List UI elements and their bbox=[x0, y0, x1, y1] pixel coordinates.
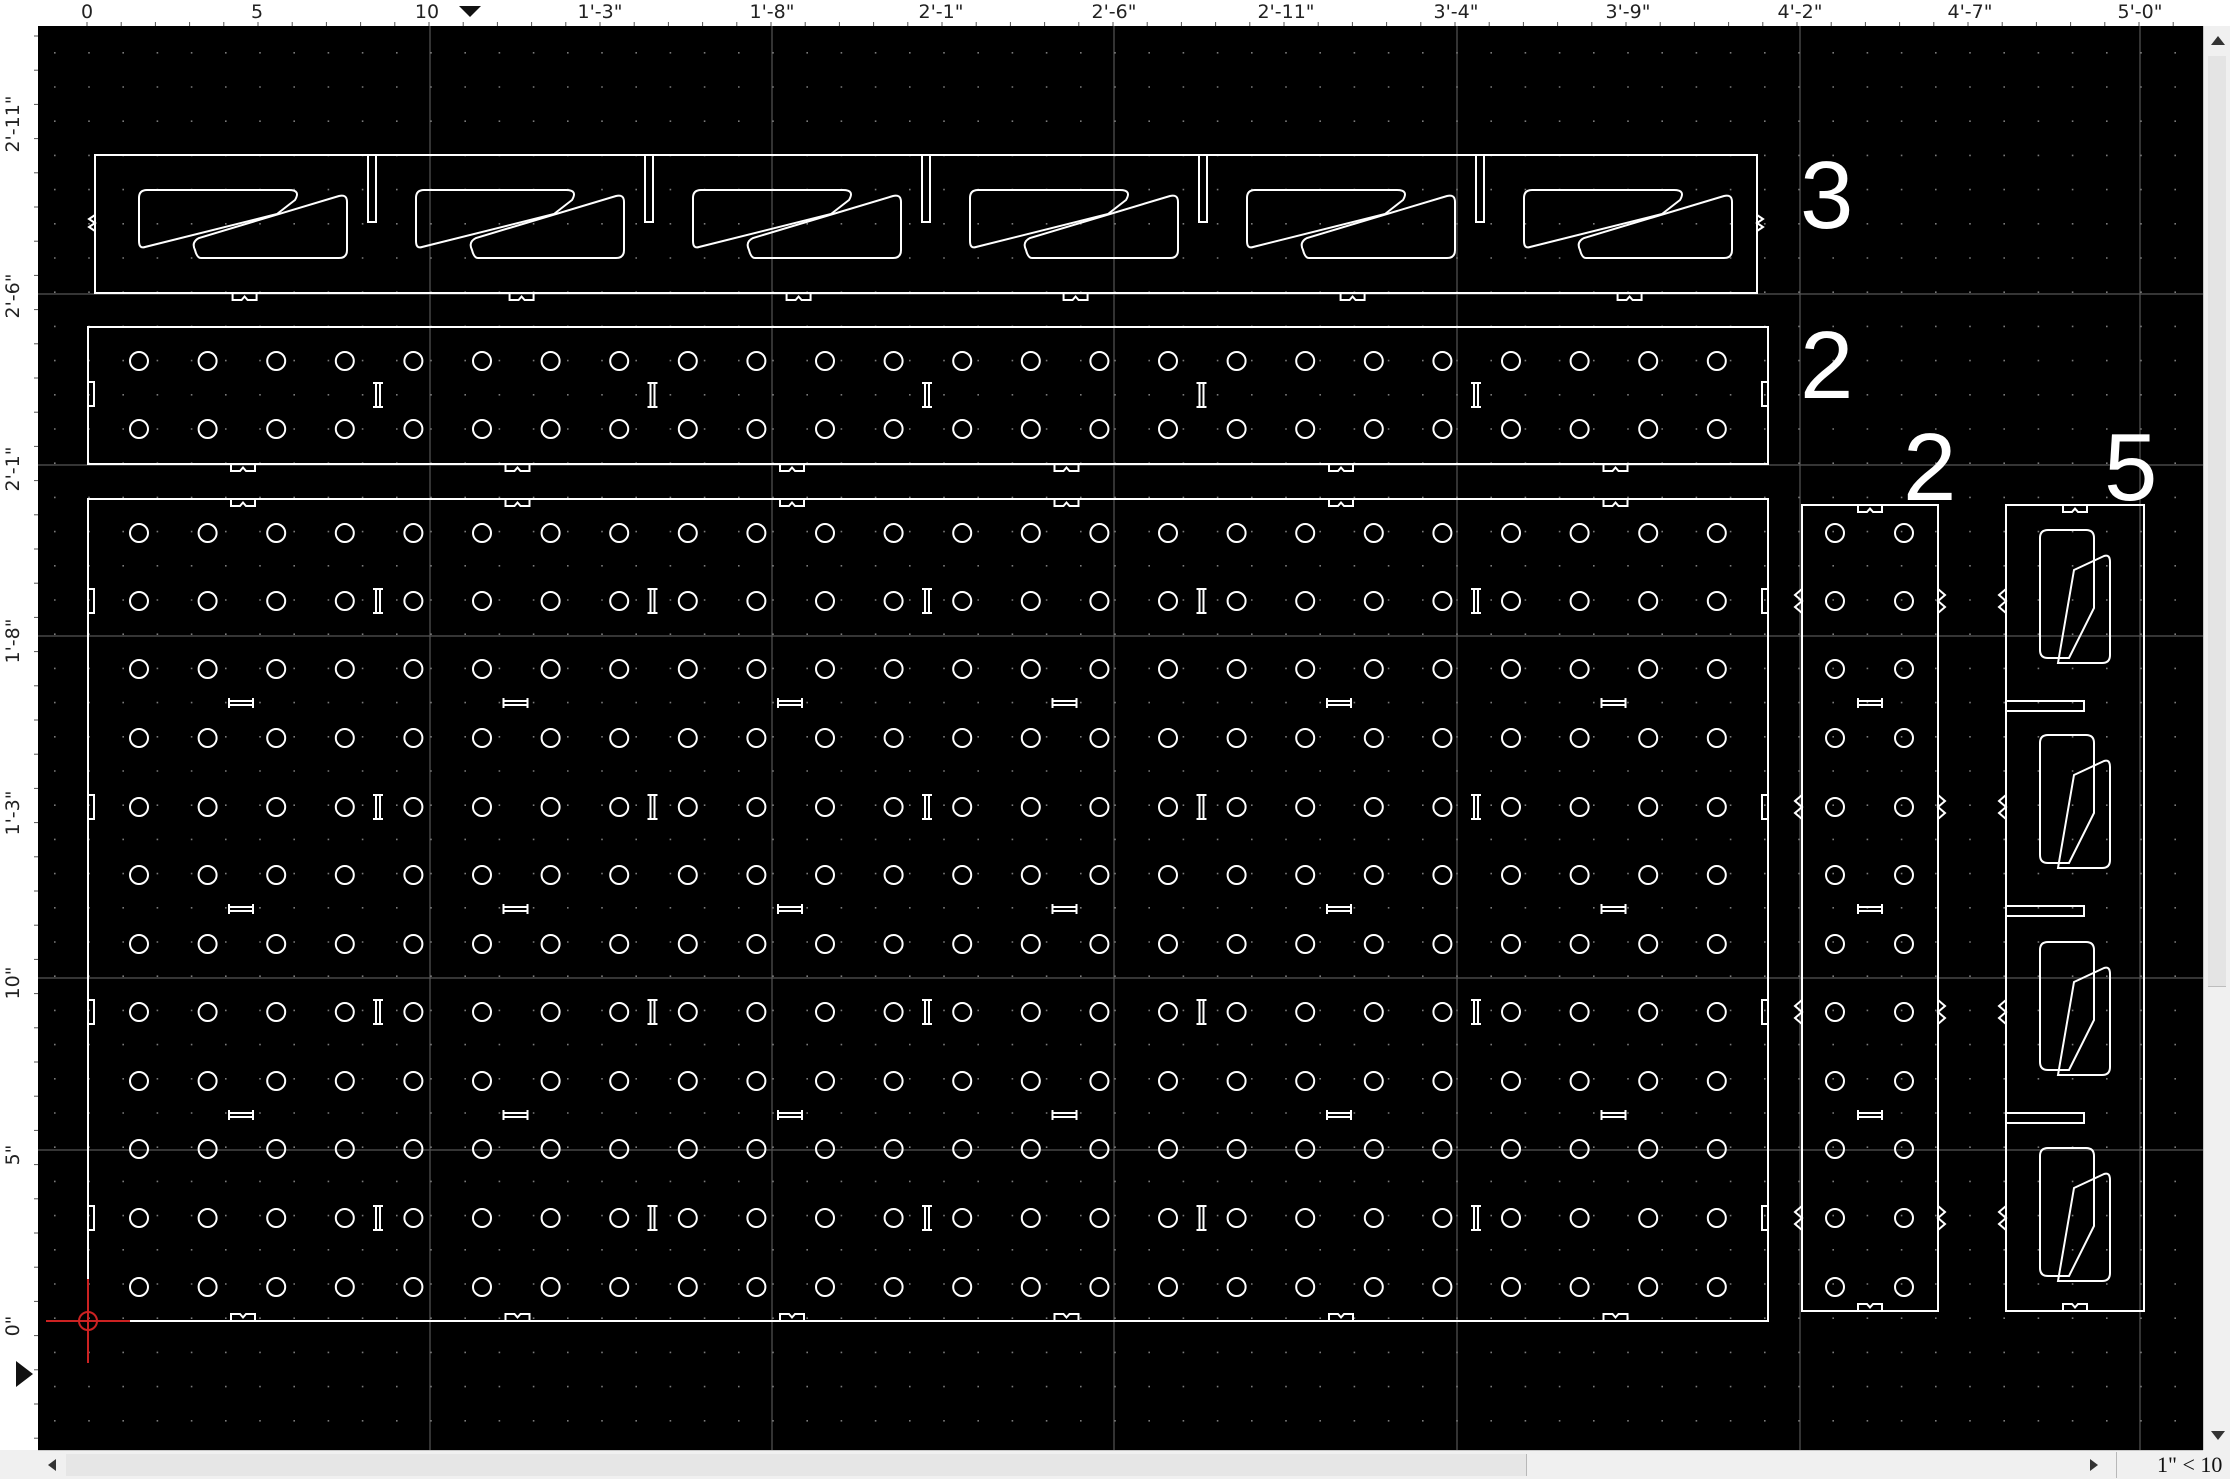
arrow-right-icon[interactable] bbox=[2090, 1459, 2098, 1471]
play-triangle-icon[interactable] bbox=[16, 1361, 33, 1387]
origin-crosshair-icon bbox=[46, 1279, 130, 1363]
vertical-ruler[interactable]: 2'-11" 2'-6" 2'-1" 1'-8" 1'-3" 10" 5" 0" bbox=[0, 26, 39, 1450]
arrow-left-icon[interactable] bbox=[48, 1459, 56, 1471]
ruler-label: 2'-11" bbox=[2, 95, 24, 152]
quantity-marker-strip-mid: 2 bbox=[1800, 312, 1853, 419]
ruler-label: 3'-4" bbox=[1434, 1, 1479, 23]
ruler-label: 5 bbox=[251, 1, 263, 23]
ruler-label: 1'-8" bbox=[750, 1, 795, 23]
ruler-label: 5'-0" bbox=[2118, 1, 2163, 23]
ruler-label: 1'-3" bbox=[578, 1, 623, 23]
scroll-corner bbox=[0, 1450, 38, 1478]
ruler-label: 2'-6" bbox=[2, 274, 24, 319]
ruler-label: 4'-7" bbox=[1948, 1, 1993, 23]
quantity-marker-strip-top: 3 bbox=[1800, 142, 1853, 249]
ruler-label: 1'-3" bbox=[2, 791, 24, 836]
arrow-down-icon[interactable] bbox=[2211, 1431, 2225, 1440]
ruler-label: 10" bbox=[2, 967, 24, 1000]
ruler-label: 2'-1" bbox=[2, 447, 24, 492]
ruler-marker-icon[interactable] bbox=[459, 6, 481, 17]
ruler-label: 2'-11" bbox=[1257, 1, 1314, 23]
arrow-up-icon[interactable] bbox=[2211, 36, 2225, 45]
ruler-label: 10 bbox=[415, 1, 439, 23]
ruler-label: 2'-1" bbox=[919, 1, 964, 23]
ruler-label: 4'-2" bbox=[1778, 1, 1823, 23]
horizontal-ruler[interactable]: 0 5 10 1'-3" 1'-8" 2'-1" 2'-6" 2'-11" 3'-4" 3'-9"… bbox=[0, 0, 2230, 27]
drawing-canvas[interactable]: 3 2 2 5 bbox=[16, 26, 2203, 1450]
ruler-label: 2'-6" bbox=[1092, 1, 1137, 23]
zoom-scale-readout[interactable]: 1" < 10 bbox=[2116, 1452, 2230, 1478]
ruler-label: 0 bbox=[81, 1, 93, 23]
ruler-label: 5" bbox=[2, 1145, 24, 1166]
scrollbar-thumb[interactable] bbox=[2208, 56, 2226, 987]
ruler-label: 1'-8" bbox=[2, 619, 24, 664]
quantity-marker-side-strip: 5 bbox=[2104, 414, 2157, 521]
horizontal-scrollbar[interactable] bbox=[38, 1450, 2203, 1479]
vertical-scrollbar[interactable] bbox=[2203, 26, 2230, 1450]
grid bbox=[38, 26, 2203, 1450]
ruler-label: 3'-9" bbox=[1606, 1, 1651, 23]
scrollbar-thumb[interactable] bbox=[66, 1454, 1527, 1476]
cut-parts bbox=[87, 154, 2145, 1322]
quantity-marker-side-panel: 2 bbox=[1903, 414, 1956, 521]
ruler-label: 0" bbox=[2, 1316, 24, 1337]
